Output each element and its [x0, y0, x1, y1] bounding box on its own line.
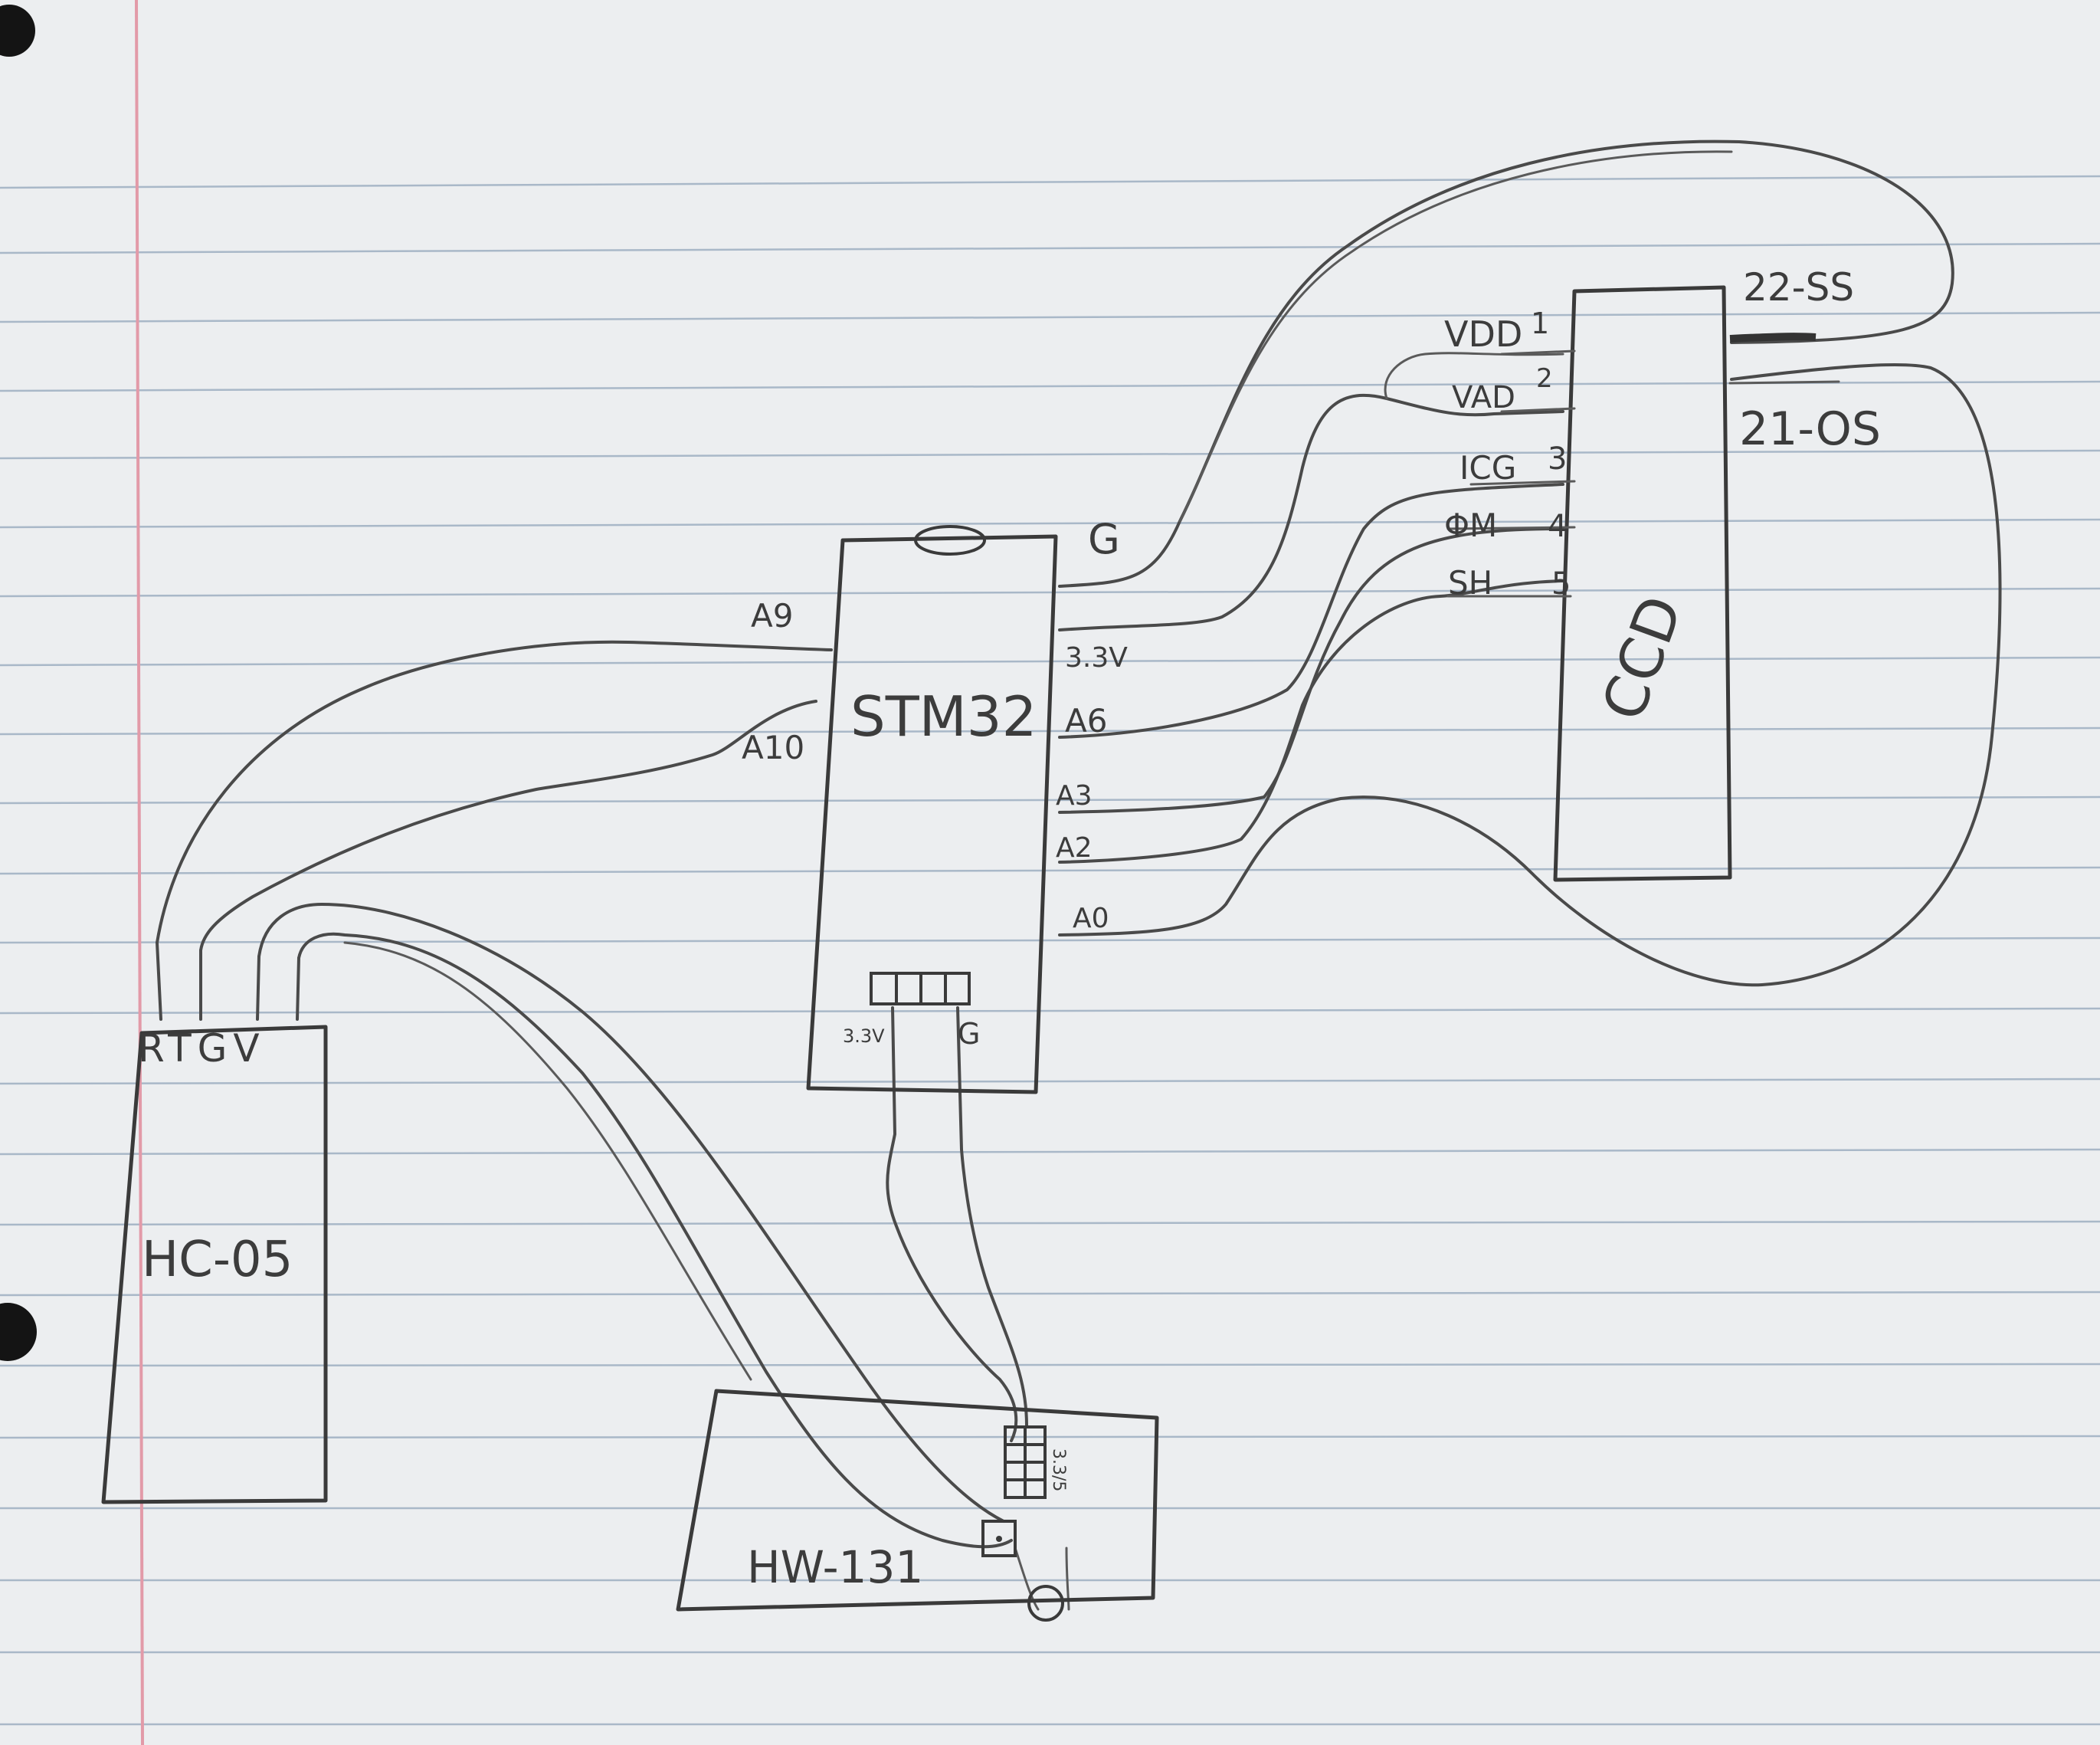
wire-sh	[1058, 579, 1564, 864]
header-pin-3v3: 3.3V	[843, 1025, 885, 1047]
margin-line	[135, 0, 144, 1745]
wire-3v3	[1058, 394, 1564, 631]
ccd-pin-vad: VAD	[1452, 380, 1515, 415]
hc05-label: HC-05	[142, 1232, 293, 1288]
ccd-pin-num-1: 1	[1531, 307, 1549, 340]
stm32-pin-a6: A6	[1065, 702, 1107, 740]
wire-ground-loop	[1058, 139, 1954, 588]
ccd-label: CCD	[1588, 587, 1695, 729]
ccd-pin-vdd: VDD	[1444, 313, 1522, 355]
wire-header-3v3	[886, 1006, 1018, 1442]
hw131-module: 3.3/5 HW-131	[676, 1389, 1159, 1622]
usb-connector	[914, 525, 986, 556]
ccd-pin-icg: ICG	[1460, 449, 1516, 487]
stm32-pin-3v3: 3.3V	[1065, 642, 1128, 674]
stm32-pin-header	[870, 972, 971, 1005]
ccd-sensor: CCD VDD VAD ICG ΦM SH 1 2 3 4 5 22-SS 21…	[1444, 265, 1881, 882]
ruled-lines	[0, 175, 2100, 1726]
hw131-button	[981, 1520, 1017, 1557]
binder-hole	[0, 5, 35, 57]
wire-a10	[199, 700, 817, 952]
ccd-pin-num-5: 5	[1551, 566, 1571, 602]
ccd-pin-sh: SH	[1448, 564, 1492, 602]
wire-hc05-g	[257, 903, 1005, 1523]
stm32-board: STM32 A9 A10 G 3.3V A6 A3 A2 A0 3.3V G	[742, 515, 1128, 1094]
hw131-voltage-label: 3.3/5	[1049, 1448, 1068, 1491]
stm32-pin-a10: A10	[742, 729, 804, 766]
stm32-pin-a0: A0	[1073, 903, 1109, 934]
stm32-label: STM32	[850, 684, 1037, 749]
ccd-pin-num-2: 2	[1536, 363, 1553, 394]
ccd-pin-phim: ΦM	[1444, 507, 1497, 544]
hw131-pin-grid	[1004, 1425, 1047, 1499]
stm32-pin-a2: A2	[1056, 832, 1093, 864]
ccd-pin-22-ss: 22-SS	[1743, 265, 1854, 310]
wire-icg	[1058, 483, 1564, 739]
wire-a9	[156, 640, 833, 944]
hc05-pin-header: RTGV	[138, 1026, 266, 1071]
ccd-pin-21-os: 21-OS	[1739, 402, 1881, 456]
stm32-pin-g: G	[1088, 515, 1120, 563]
ccd-pin-num-3: 3	[1548, 441, 1567, 477]
binder-hole	[0, 1303, 37, 1361]
wire-hc05-v	[297, 932, 1013, 1549]
stm32-pin-a3: A3	[1056, 780, 1093, 812]
hc05-module: RTGV HC-05	[101, 941, 328, 1504]
wire-phim	[1058, 527, 1564, 814]
hw131-label: HW-131	[747, 1541, 923, 1593]
wire-header-g	[956, 1006, 1028, 1427]
hw131-jack	[1027, 1585, 1064, 1622]
header-pin-g: G	[958, 1017, 980, 1051]
wire-os	[1058, 362, 2002, 987]
stm32-pin-a9: A9	[751, 597, 793, 635]
wires	[156, 139, 2002, 1611]
ccd-pin-num-4: 4	[1548, 509, 1567, 544]
